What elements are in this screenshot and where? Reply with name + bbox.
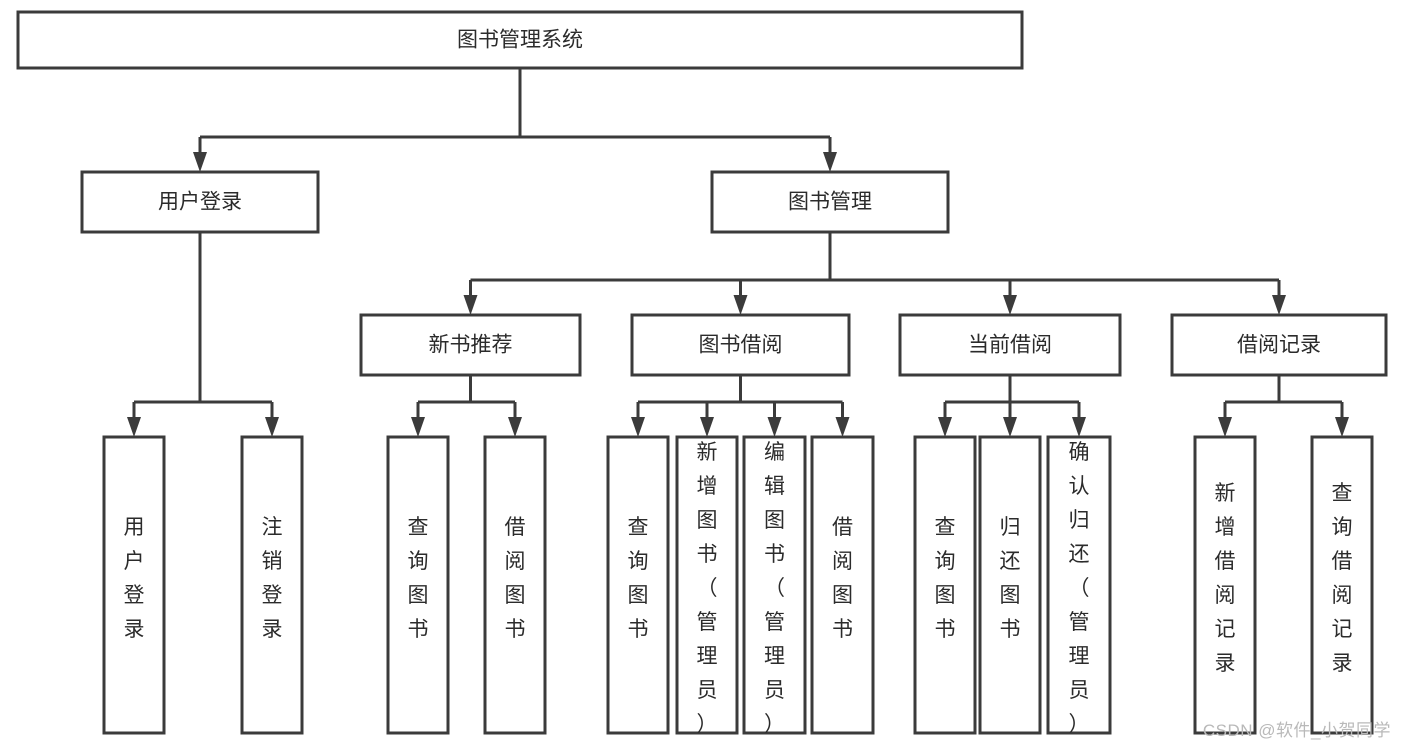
node-label: 查询图书	[408, 516, 429, 641]
edge-group-book-borrow	[631, 375, 850, 437]
node-box[interactable]	[16, 10, 1024, 70]
edge-group-user-login	[127, 232, 279, 437]
node-label: 图书管理系统	[457, 29, 583, 52]
node-box[interactable]	[240, 435, 304, 735]
node-level2[interactable]: 新书推荐	[359, 313, 582, 377]
arrow-head-icon	[127, 417, 141, 437]
node-box[interactable]	[359, 313, 582, 377]
connector-layer	[127, 68, 1349, 437]
arrow-head-icon	[265, 417, 279, 437]
node-leaf[interactable]: 用户登录	[102, 435, 166, 735]
edge-group-borrow-record	[1218, 375, 1349, 437]
node-label: 借阅图书	[832, 516, 853, 641]
node-leaf[interactable]: 查询图书	[606, 435, 670, 735]
node-box[interactable]	[630, 313, 851, 377]
arrow-head-icon	[1072, 417, 1086, 437]
node-level1[interactable]: 图书管理	[710, 170, 950, 234]
node-box[interactable]	[1170, 313, 1388, 377]
arrow-head-icon	[508, 417, 522, 437]
arrow-head-icon	[1218, 417, 1232, 437]
node-leaf[interactable]: 新增借阅记录	[1193, 435, 1257, 735]
arrow-head-icon	[193, 152, 207, 172]
node-box[interactable]	[606, 435, 670, 735]
node-label: 借阅图书	[505, 516, 526, 641]
node-box[interactable]	[1046, 435, 1112, 735]
arrow-head-icon	[1335, 417, 1349, 437]
node-label: 用户登录	[158, 191, 242, 214]
arrow-head-icon	[631, 417, 645, 437]
node-leaf[interactable]: 注销登录	[240, 435, 304, 735]
edge-group-root	[193, 68, 837, 172]
node-leaf[interactable]: 查询借阅记录	[1310, 435, 1374, 735]
node-label: 查询图书	[628, 516, 649, 641]
node-leaf[interactable]: 归还图书	[978, 435, 1042, 735]
arrow-head-icon	[823, 152, 837, 172]
node-label: 归还图书	[1000, 516, 1021, 641]
node-box[interactable]	[102, 435, 166, 735]
arrow-head-icon	[1272, 295, 1286, 315]
node-label: 用户登录	[124, 516, 145, 641]
node-box[interactable]	[80, 170, 320, 234]
watermark-text: CSDN @软件_小贺同学	[1202, 721, 1391, 740]
node-leaf[interactable]: 确认归还（管理员）	[1046, 435, 1112, 736]
node-leaf[interactable]: 新增图书（管理员）	[675, 435, 739, 736]
node-box[interactable]	[913, 435, 977, 735]
node-level1[interactable]: 用户登录	[80, 170, 320, 234]
node-leaf[interactable]: 查询图书	[913, 435, 977, 735]
arrow-head-icon	[463, 295, 478, 315]
arrow-head-icon	[411, 417, 425, 437]
node-label: 编辑图书（管理员）	[764, 441, 785, 736]
node-box[interactable]	[898, 313, 1122, 377]
node-box[interactable]	[810, 435, 875, 735]
node-box[interactable]	[742, 435, 807, 735]
node-label: 当前借阅	[968, 334, 1052, 357]
arrow-head-icon	[767, 417, 782, 437]
node-level2[interactable]: 图书借阅	[630, 313, 851, 377]
node-leaf[interactable]: 借阅图书	[810, 435, 875, 735]
node-label: 新增图书（管理员）	[697, 441, 718, 736]
node-box[interactable]	[1193, 435, 1257, 735]
node-leaf[interactable]: 查询图书	[386, 435, 450, 735]
node-label: 新书推荐	[429, 334, 513, 357]
edge-group-book-manage	[463, 232, 1286, 315]
arrow-head-icon	[835, 417, 850, 437]
edge-group-current-borrow	[938, 375, 1086, 437]
node-root[interactable]: 图书管理系统	[16, 10, 1024, 70]
node-label: 图书借阅	[699, 334, 783, 357]
node-level2[interactable]: 当前借阅	[898, 313, 1122, 377]
node-box[interactable]	[675, 435, 739, 735]
node-level2[interactable]: 借阅记录	[1170, 313, 1388, 377]
arrow-head-icon	[938, 417, 952, 437]
node-leaf[interactable]: 借阅图书	[483, 435, 547, 735]
edge-group-new-book-recommend	[411, 375, 522, 437]
node-label: 查询借阅记录	[1332, 482, 1353, 675]
node-layer: 图书管理系统用户登录图书管理新书推荐图书借阅当前借阅借阅记录用户登录注销登录查询…	[16, 10, 1388, 736]
node-label: 新增借阅记录	[1215, 482, 1236, 675]
node-box[interactable]	[710, 170, 950, 234]
node-box[interactable]	[1310, 435, 1374, 735]
node-box[interactable]	[386, 435, 450, 735]
arrow-head-icon	[733, 295, 748, 315]
node-label: 确认归还（管理员）	[1069, 441, 1090, 736]
node-leaf[interactable]: 编辑图书（管理员）	[742, 435, 807, 736]
node-label: 查询图书	[935, 516, 956, 641]
node-box[interactable]	[483, 435, 547, 735]
node-label: 借阅记录	[1237, 334, 1321, 357]
node-box[interactable]	[978, 435, 1042, 735]
node-label: 图书管理	[788, 191, 872, 214]
arrow-head-icon	[700, 417, 714, 437]
arrow-head-icon	[1003, 417, 1017, 437]
node-label: 注销登录	[262, 516, 283, 641]
arrow-head-icon	[1003, 295, 1017, 315]
